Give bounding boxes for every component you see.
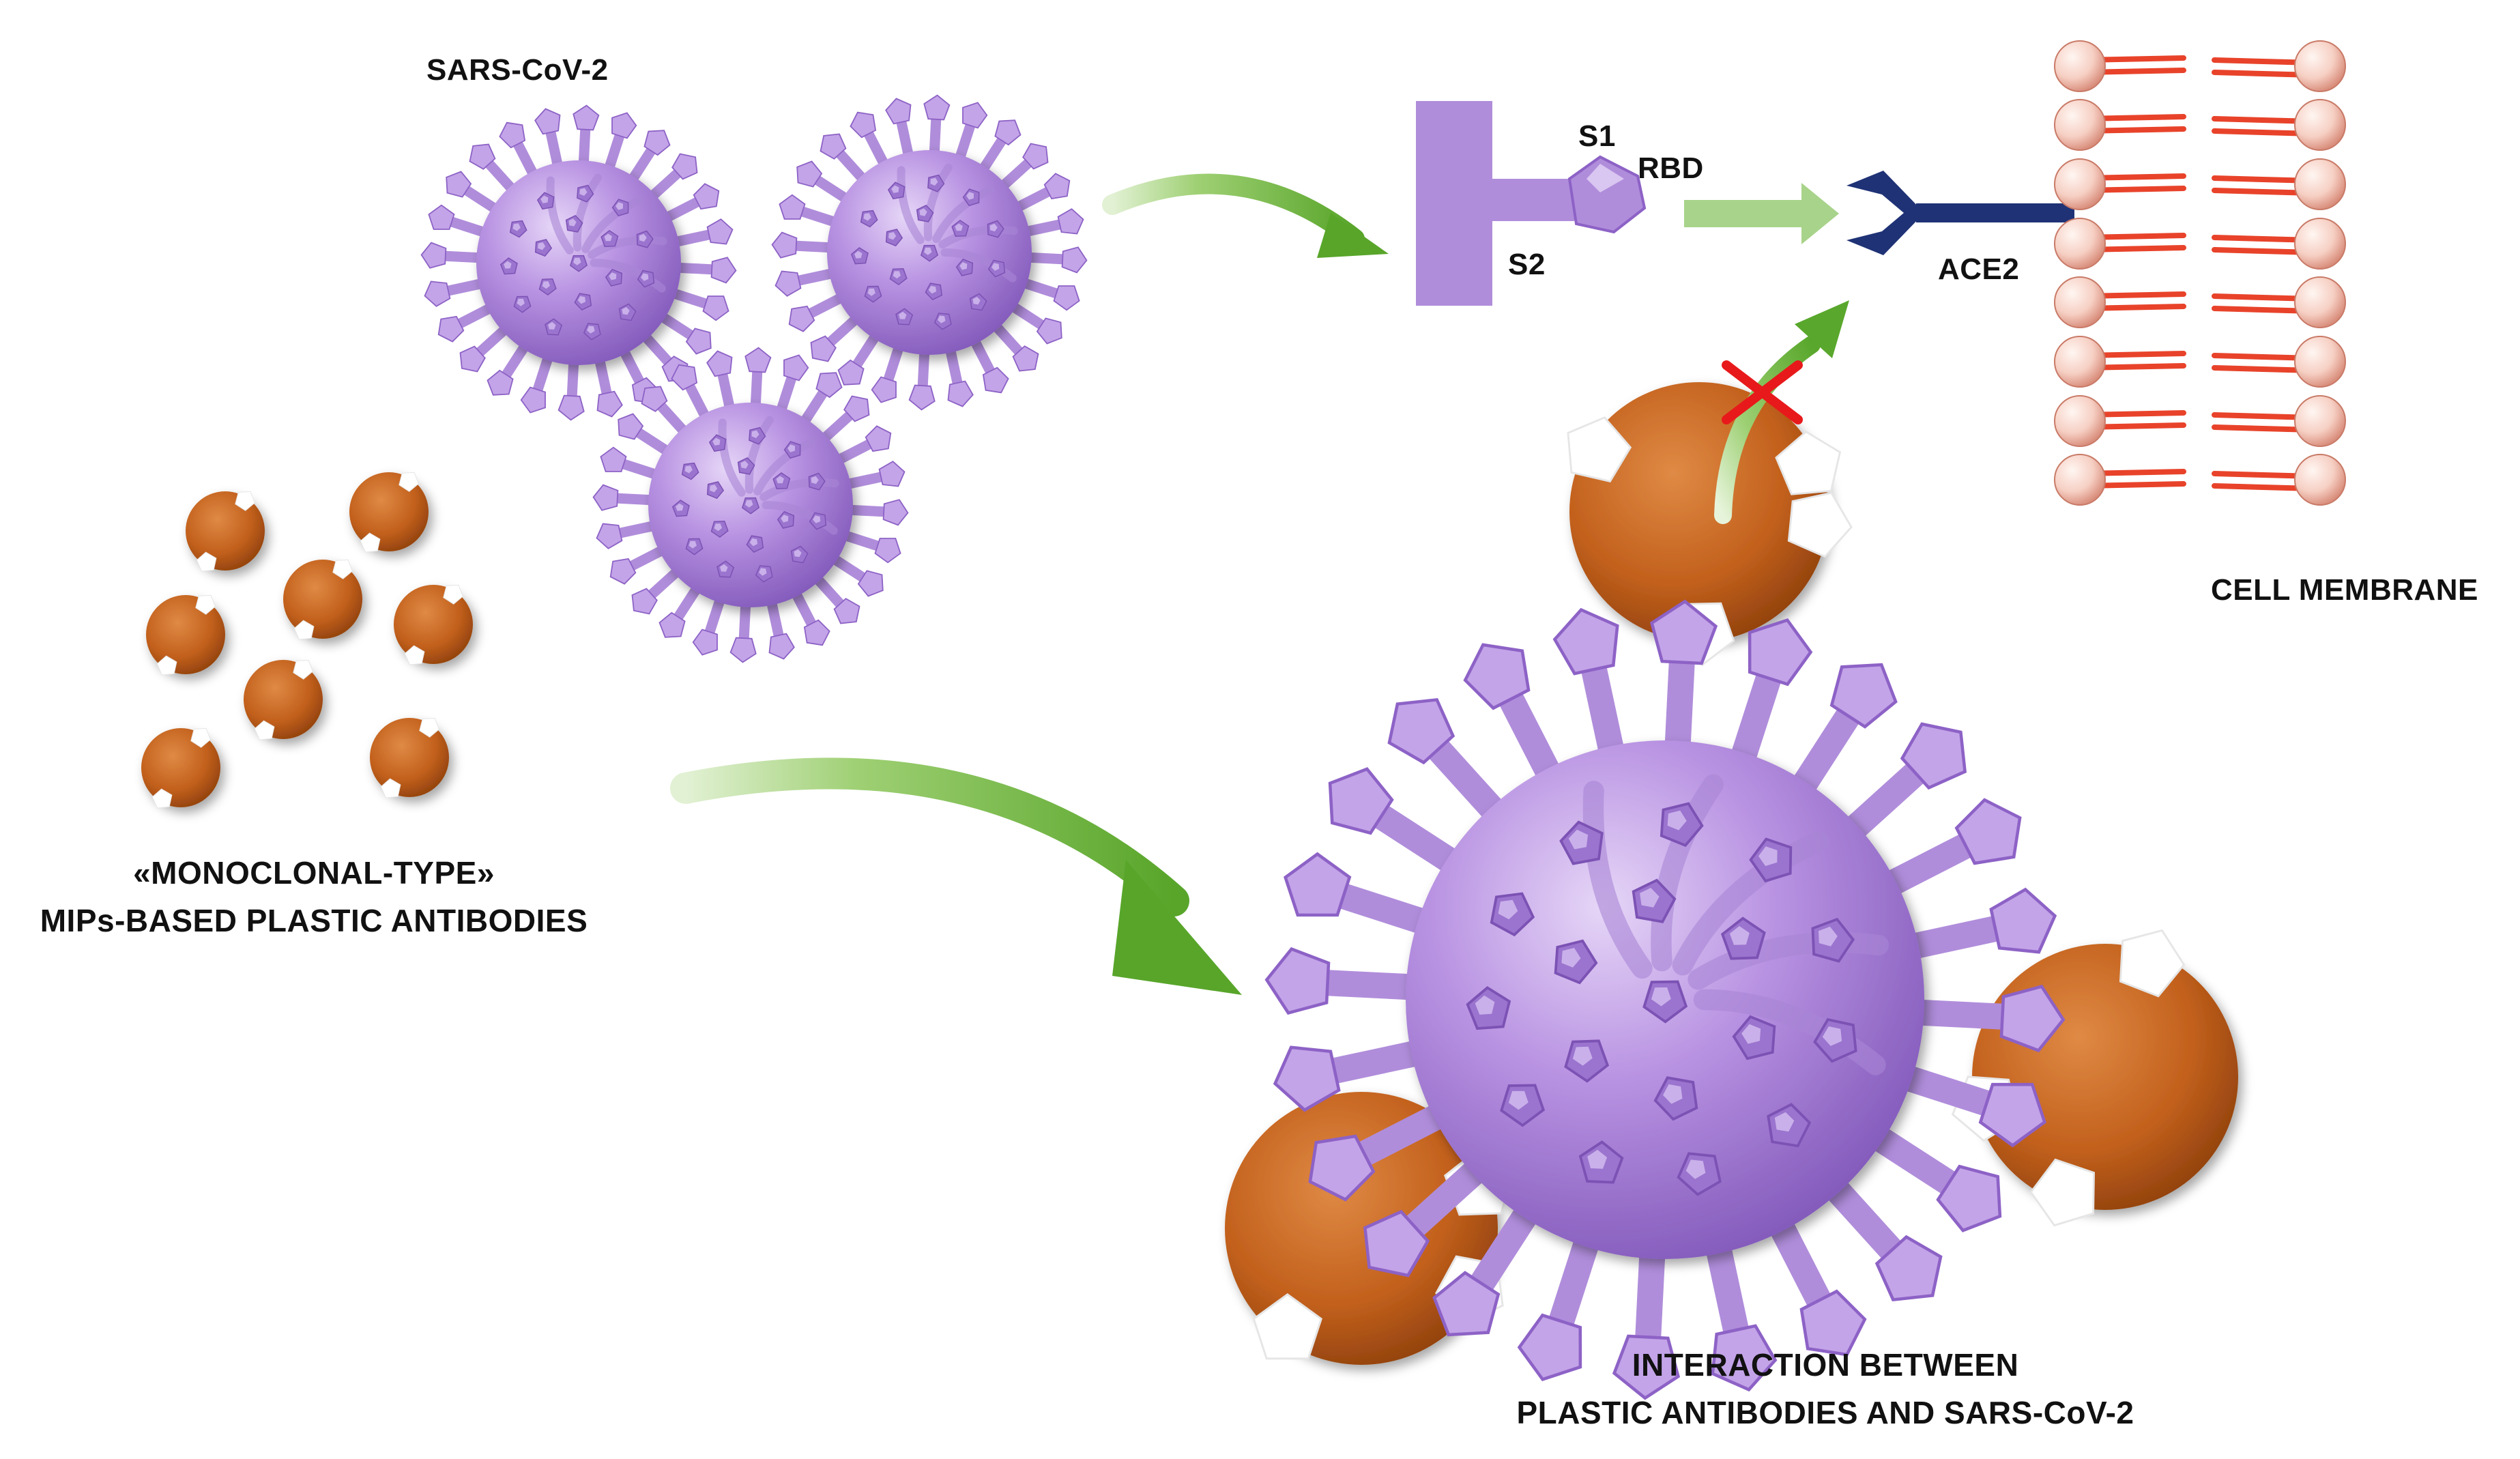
label-ace2: ACE2 — [1938, 252, 2020, 286]
label-rbd: RBD — [1638, 151, 1704, 185]
spike-s1-arm — [1492, 179, 1574, 221]
arrow-mips-to-complex — [670, 757, 1242, 995]
label-interaction-line2: PLASTIC ANTIBODIES AND SARS-CoV-2 — [1516, 1395, 2134, 1430]
arrow-rbd-to-ace2 — [1684, 183, 1839, 244]
phospholipid-row-2 — [2054, 99, 2346, 151]
rbd-highlight — [1587, 164, 1624, 192]
label-mips-line1: «MONOCLONAL-TYPE» — [133, 855, 495, 891]
plastic-antibody-2 — [349, 472, 429, 553]
virus-particle-3 — [592, 347, 909, 663]
sars-cov-2-particles — [420, 94, 1088, 663]
plastic-antibody-4 — [146, 594, 225, 676]
plastic-antibody-5 — [394, 584, 473, 665]
plastic-antibody-6 — [244, 659, 323, 740]
phospholipid-row-1 — [2054, 40, 2346, 92]
phospholipid-row-7 — [2054, 395, 2346, 447]
rbd-domain-icon — [1567, 155, 1647, 234]
label-s2: S2 — [1508, 248, 1546, 281]
phospholipid-row-3 — [2054, 158, 2346, 210]
plastic-antibody-3 — [283, 559, 362, 640]
spike-s2-stalk — [1416, 101, 1492, 306]
ace2-stem — [1916, 203, 2074, 222]
spike-protein-schematic — [1416, 101, 1647, 306]
label-s1: S1 — [1578, 119, 1616, 153]
label-mips-line2: MIPs-BASED PLASTIC ANTIBODIES — [40, 903, 588, 938]
block-x-icon — [1722, 360, 1803, 424]
ace2-binding-cleft — [1846, 171, 1924, 255]
label-cell-membrane: CELL MEMBRANE — [2211, 573, 2478, 607]
cell-membrane-bilayer — [2054, 40, 2346, 506]
plastic-antibody-1 — [186, 491, 265, 572]
arrow-virus-to-spike — [1102, 173, 1389, 258]
plastic-antibody-8 — [370, 717, 449, 798]
virus-particle-1 — [420, 104, 737, 421]
arrow-blocked-binding — [1714, 300, 1849, 524]
ace2-receptor — [1846, 171, 2074, 255]
label-interaction-line1: INTERACTION BETWEEN — [1632, 1347, 2019, 1383]
phospholipid-row-5 — [2054, 276, 2346, 328]
plastic-antibody-7 — [141, 727, 220, 809]
virus-particle-2 — [771, 94, 1088, 411]
sars-cov-2-large — [1264, 599, 2066, 1400]
label-sars-cov-2: SARS-CoV-2 — [426, 53, 609, 87]
virus-large-body — [1264, 599, 2066, 1400]
phospholipid-row-4 — [2054, 218, 2346, 270]
phospholipid-row-8 — [2054, 454, 2346, 506]
plastic-antibody-particles — [141, 472, 473, 809]
interaction-complex — [1225, 382, 2238, 1400]
phospholipid-row-6 — [2054, 336, 2346, 388]
